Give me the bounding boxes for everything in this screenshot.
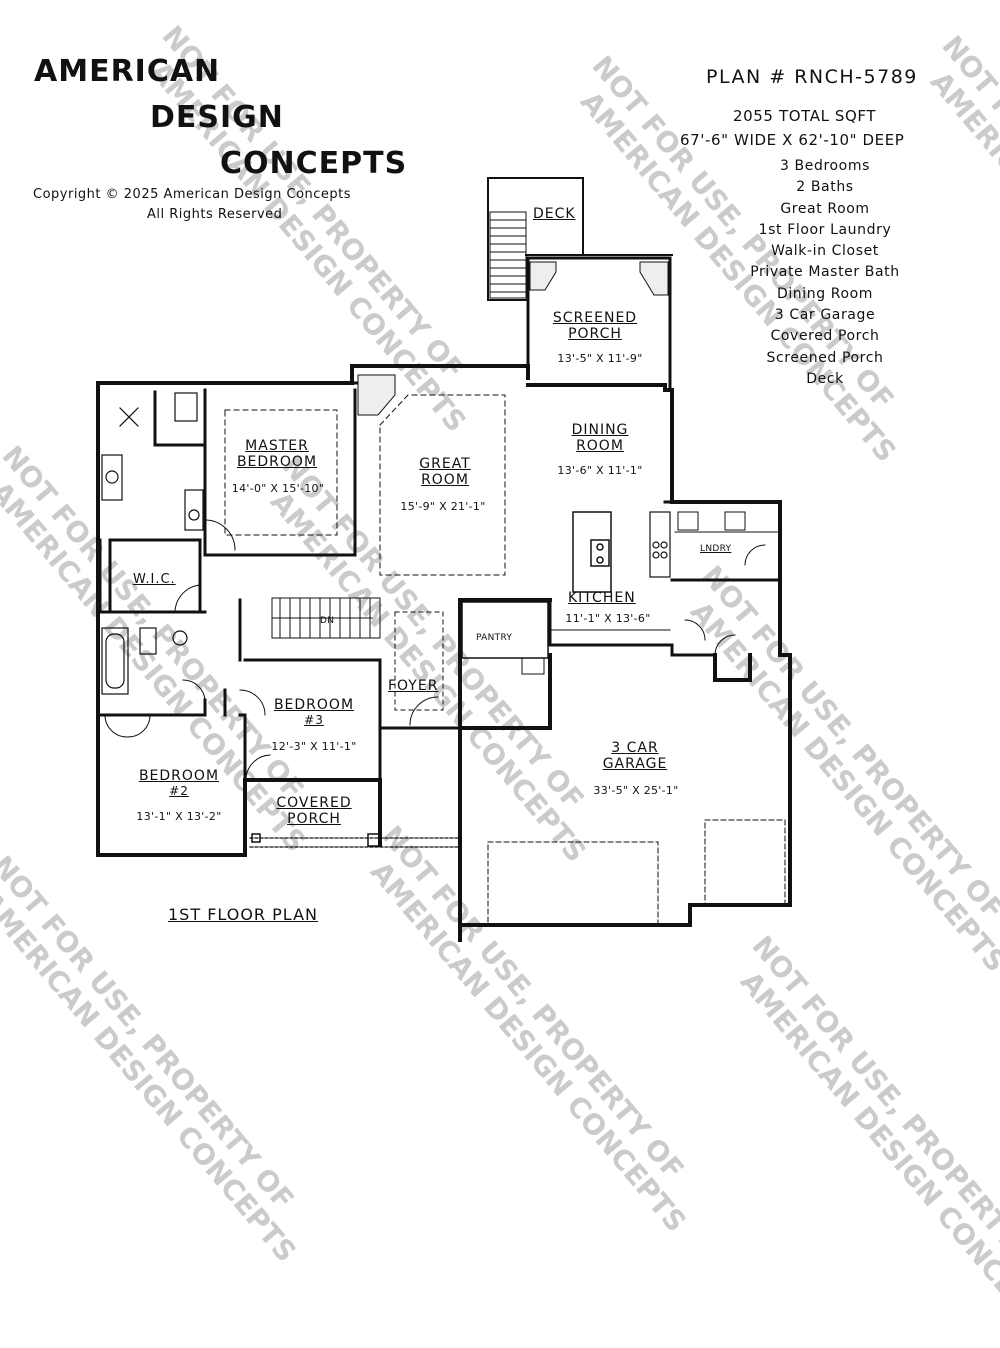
garage-doors: [487, 819, 786, 925]
porch-column: [367, 833, 381, 847]
room-dim-screened-porch: 13'-5" X 11'-9": [557, 352, 643, 365]
feature-item: Walk-in Closet: [771, 243, 879, 260]
room-dim-master: 14'-0" X 15'-10": [231, 482, 325, 495]
rights-reserved: All Rights Reserved: [147, 207, 283, 222]
pantry-fixture: [521, 657, 545, 675]
copyright: Copyright © 2025 American Design Concept…: [33, 187, 352, 202]
total-sqft: 2055 TOTAL SQFT: [733, 107, 877, 125]
feature-item: Dining Room: [776, 285, 874, 302]
feature-item: 2 Baths: [796, 179, 854, 196]
room-dim-bedroom2: 13'-1" X 13'-2": [136, 810, 222, 823]
porch-column: [251, 833, 261, 843]
company-name-line3: CONCEPTS: [220, 146, 408, 181]
garage-walls: [458, 646, 792, 927]
fireplace-great-room: [357, 374, 396, 416]
master-bath-fixtures: [101, 392, 204, 531]
basement-stairs: [271, 597, 381, 639]
plan-number: PLAN # RNCH-5789: [706, 66, 918, 88]
hall-bath-fixtures: [101, 627, 188, 695]
interior-walls: [98, 381, 782, 782]
room-dim-bedroom3: 12'-3" X 11'-1": [271, 740, 357, 753]
feature-item: Covered Porch: [770, 328, 880, 345]
covered-porch: [249, 837, 461, 848]
kitchen-island: [572, 511, 612, 593]
room-label-laundry: LNDRY: [700, 544, 732, 554]
company-name-line2: DESIGN: [150, 100, 284, 135]
feature-item: Screened Porch: [766, 349, 884, 366]
plan-dimensions: 67'-6" WIDE X 62'-10" DEEP: [680, 131, 905, 149]
feature-item: 3 Bedrooms: [780, 158, 870, 174]
room-dim-great: 15'-9" X 21'-1": [400, 500, 486, 513]
room-label-pantry: PANTRY: [476, 633, 513, 643]
feature-item: Private Master Bath: [750, 264, 900, 281]
feature-item: Deck: [806, 370, 844, 387]
great-room-ceiling: [379, 394, 506, 576]
pantry: [461, 601, 549, 659]
master-ceiling: [224, 409, 338, 536]
room-dim-kitchen: 11'-1" X 13'-6": [565, 612, 651, 625]
room-label-bedroom2: BEDROOM#2: [138, 768, 220, 798]
room-label-deck: DECK: [533, 206, 576, 222]
feature-item: Great Room: [780, 200, 870, 217]
deck-stairs: [489, 211, 527, 299]
room-dim-dining: 13'-6" X 11'-1": [557, 464, 643, 477]
stairs-down-label: DN: [320, 616, 335, 626]
room-label-wic: W.I.C.: [133, 572, 176, 587]
door-swings: [104, 519, 766, 781]
room-label-foyer: FOYER: [388, 678, 439, 694]
range: [649, 511, 671, 578]
feature-item: 1st Floor Laundry: [758, 221, 892, 238]
floor-plan-drawing: [96, 177, 792, 942]
floor-plan-title: 1ST FLOOR PLAN: [168, 905, 318, 924]
exterior-walls: [96, 364, 782, 942]
room-label-bedroom3: BEDROOM#3: [273, 697, 355, 727]
room-dim-garage: 33'-5" X 25'-1": [593, 784, 679, 797]
deck: [487, 177, 673, 301]
room-label-kitchen: KITCHEN: [568, 590, 636, 606]
company-name-line1: AMERICAN: [34, 54, 221, 89]
feature-item: 3 Car Garage: [774, 307, 876, 324]
foyer-ceiling: [394, 611, 444, 711]
fireplace-porch: [529, 261, 669, 296]
laundry-fixtures: [674, 511, 781, 533]
